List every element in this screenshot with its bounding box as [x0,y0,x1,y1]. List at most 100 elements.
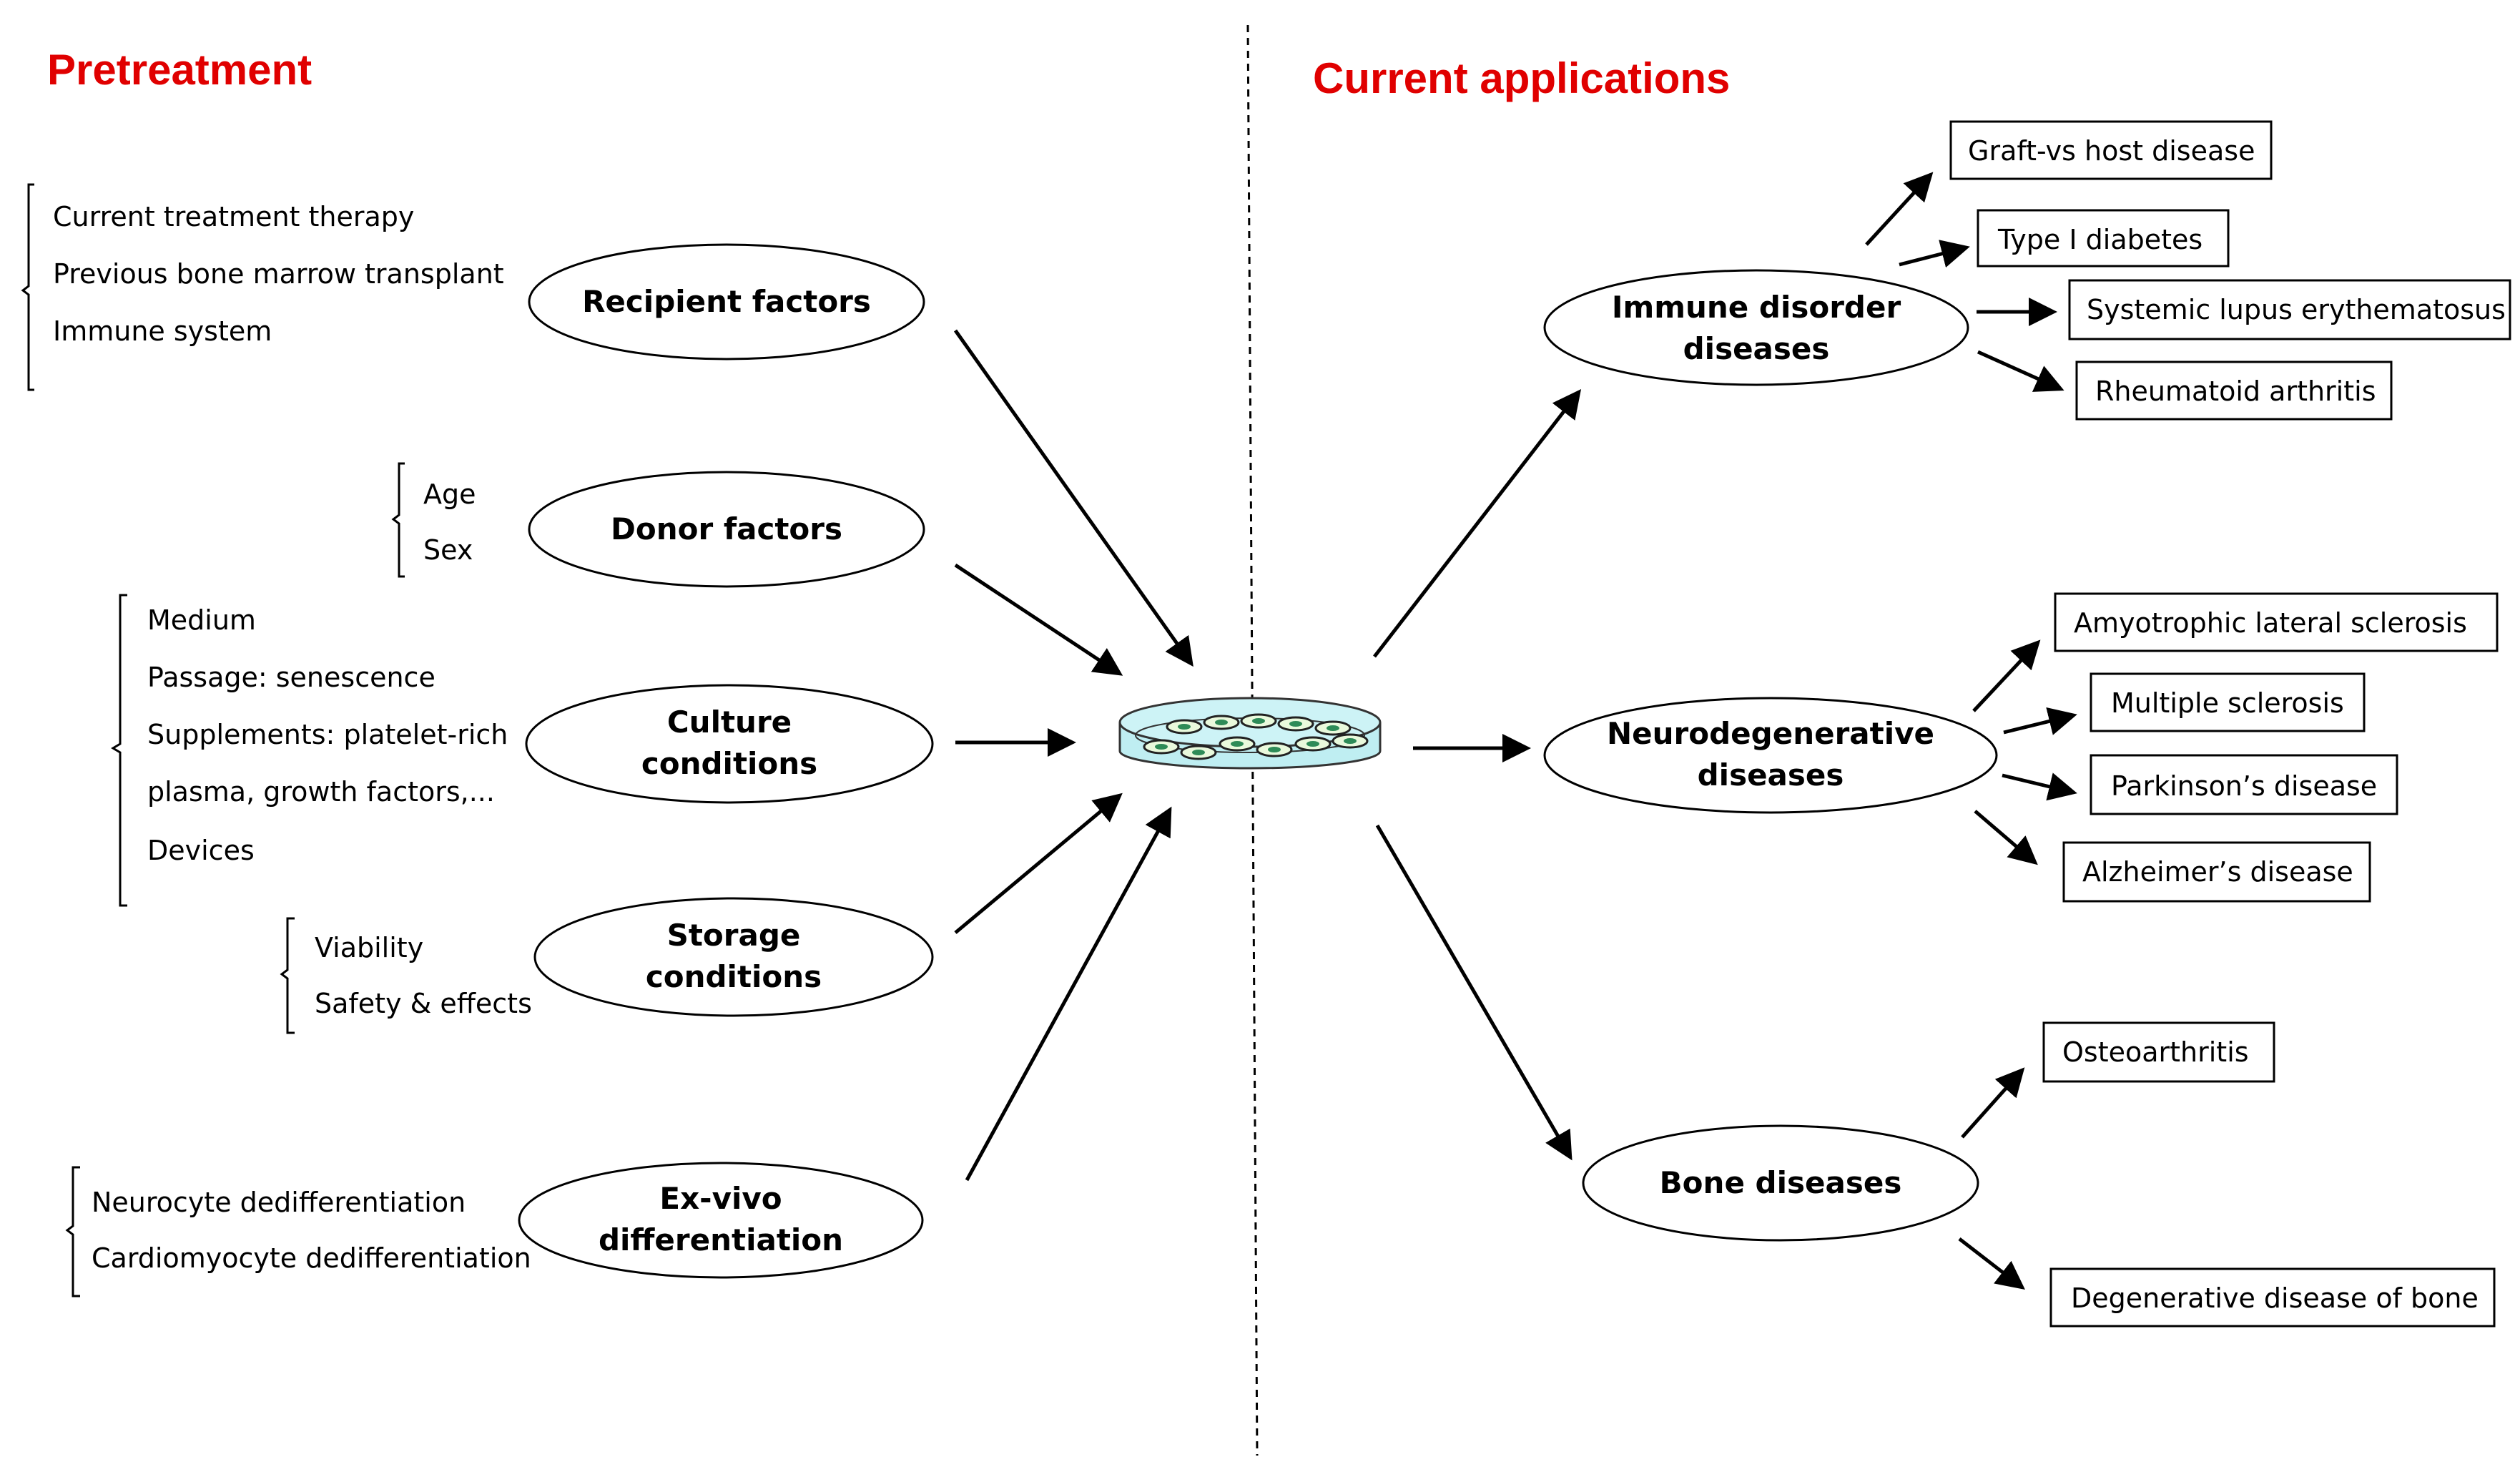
arrow-bone-to-disease [1961,1067,2025,1139]
bone-diseases-group: Bone diseases Osteoarthritis Degenerativ… [1582,1021,2496,1328]
arrow-neuro-to-disease [2002,772,2077,801]
disease-box [2090,754,2398,815]
disease-box [1949,120,2273,180]
arrow-neuro-to-disease [2003,707,2077,735]
arrow-recipient-to-dish [953,329,1193,667]
dish-cell-nucleus [1215,720,1228,725]
dish-cell-nucleus [1192,750,1205,755]
exvivo-differentiation-label: Ex-vivo [659,1181,782,1216]
neurodegenerative-label: diseases [1698,757,1844,793]
disease-label: Type I diabetes [1997,224,2202,255]
arrow-immune-to-disease [1865,172,1934,246]
petri-dish [1118,697,1382,770]
arrow-exvivo-to-dish [965,806,1172,1182]
disease-label: Multiple sclerosis [2111,687,2344,719]
arrow-bone-to-disease [1958,1237,2025,1290]
culture-conditions-label: conditions [641,746,817,781]
donor-factors-group: Age Sex Donor factors [391,462,925,588]
exvivo-differentiation-group: Neurocyte dedifferentiation Cardiomyocyt… [65,1162,924,1297]
storage-brace [280,917,295,1034]
center-divider [1246,24,1259,1456]
recipient-item: Immune system [53,315,272,347]
recipient-factors-group: Current treatment therapy Previous bone … [21,183,925,391]
dish-cell-nucleus [1344,738,1357,744]
donor-brace [391,462,405,578]
disease-box [1977,209,2230,268]
bone-diseases-node [1582,1124,1979,1242]
disease-label: Osteoarthritis [2062,1036,2249,1068]
donor-item: Sex [423,534,473,566]
neurodegenerative-label: Neurodegenerative [1607,716,1934,751]
culture-item: Supplements: platelet-rich [147,719,508,750]
disease-box [2090,672,2366,732]
dish-cell-nucleus [1289,721,1302,727]
neurodegenerative-node [1543,697,1998,814]
culture-conditions-group: Medium Passage: senescence Supplements: … [111,594,934,907]
exvivo-differentiation-node [518,1162,924,1279]
culture-item: Devices [147,835,255,866]
pretreatment-title: Pretreatment [47,46,312,94]
exvivo-differentiation-label: differentiation [599,1222,843,1257]
arrow-neuro-to-disease [1974,810,2038,865]
disease-label: Alzheimer’s disease [2082,856,2353,888]
dish-cell-nucleus [1178,724,1191,730]
storage-item: Safety & effects [315,988,532,1019]
disease-box [2075,360,2393,421]
disease-box [2054,592,2499,652]
arrow-storage-to-dish [954,793,1123,934]
storage-conditions-label: Storage [667,918,801,953]
disease-box [2042,1021,2275,1083]
disease-label: Parkinson’s disease [2111,770,2377,802]
recipient-brace [21,183,34,391]
donor-factors-node [528,471,925,588]
pretreatment-section: Current treatment therapy Previous bone … [21,183,1193,1297]
recipient-item: Previous bone marrow transplant [53,258,504,290]
dish-cell-nucleus [1268,747,1281,752]
arrow-dish-to-bone [1375,824,1572,1161]
dish-cell-nucleus [1252,718,1265,724]
storage-conditions-node [533,897,934,1017]
arrow-immune-to-disease [1899,240,1970,268]
dish-cell-nucleus [1306,741,1319,747]
disease-label: Rheumatoid arthritis [2095,376,2376,407]
immune-disorder-node [1543,269,1969,386]
exvivo-item: Neurocyte dedifferentiation [92,1187,466,1218]
recipient-item: Current treatment therapy [53,201,414,232]
neurodegenerative-group: Neurodegenerative diseases Amyotrophic l… [1543,592,2499,903]
disease-label: Amyotrophic lateral sclerosis [2074,607,2467,639]
culture-item: plasma, growth factors,... [147,776,495,808]
disease-box [2062,841,2371,903]
exvivo-item: Cardiomyocyte dedifferentiation [92,1242,531,1274]
dish-cell-nucleus [1327,725,1339,731]
exvivo-brace [65,1166,80,1297]
recipient-factors-label: Recipient factors [582,284,871,319]
donor-factors-label: Donor factors [611,511,842,546]
bone-diseases-label: Bone diseases [1660,1165,1902,1200]
dish-cell-nucleus [1231,741,1244,747]
recipient-factors-node [528,243,925,360]
immune-disorder-label: diseases [1683,331,1830,366]
applications-section: Immune disorder diseases Graft-vs host d… [1373,120,2511,1328]
disease-label: Graft-vs host disease [1968,135,2255,167]
disease-label: Degenerative disease of bone [2071,1282,2479,1314]
culture-conditions-node [525,684,934,804]
arrow-dish-to-immune [1373,389,1582,658]
storage-conditions-label: conditions [646,959,822,994]
donor-item: Age [423,479,476,510]
culture-item: Medium [147,604,256,636]
disease-box [2068,279,2511,340]
immune-disorder-label: Immune disorder [1612,290,1901,325]
arrow-immune-to-disease [1977,350,2064,392]
culture-item: Passage: senescence [147,662,435,693]
dish-cells [1143,713,1369,760]
dish-cell-nucleus [1155,744,1168,750]
applications-title: Current applications [1313,54,1730,102]
disease-box [2049,1267,2496,1328]
arrow-donor-to-dish [954,563,1123,676]
disease-label: Systemic lupus erythematosus [2087,294,2506,325]
culture-conditions-label: Culture [667,705,792,740]
immune-disorder-group: Immune disorder diseases Graft-vs host d… [1543,120,2511,421]
storage-item: Viability [315,932,423,963]
culture-brace [111,594,127,907]
